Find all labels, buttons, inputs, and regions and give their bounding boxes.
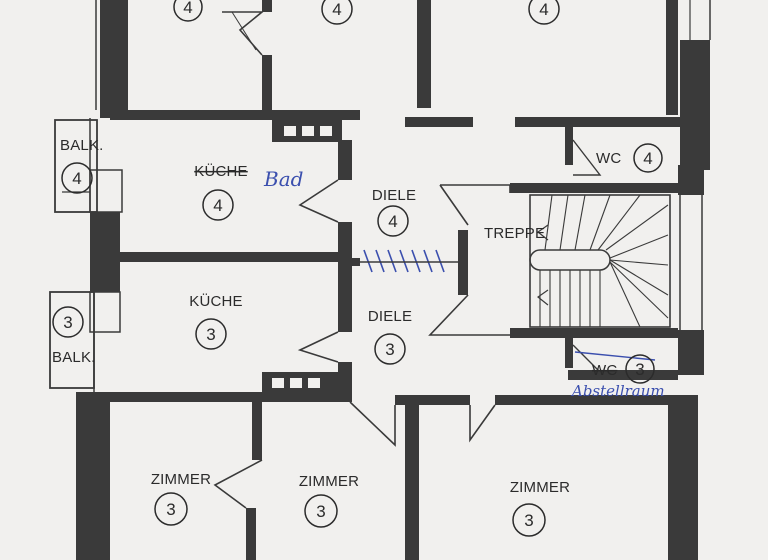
- balk-lower-label: BALK.: [52, 349, 96, 366]
- diele-upper-label: DIELE: [372, 187, 416, 204]
- wc-lower-label: WC: [592, 362, 617, 379]
- kueche-lower-number: 3: [206, 325, 215, 344]
- number-circles: [52, 0, 663, 537]
- walls: [76, 0, 710, 560]
- diele-upper-number: 4: [388, 212, 397, 231]
- wc-lower-number: 3: [635, 360, 644, 379]
- zimmer-left-number: 3: [166, 500, 175, 519]
- balk-lower-number: 3: [63, 313, 72, 332]
- zimmer-mid-number: 3: [316, 502, 325, 521]
- handwritten-abstellraum: Abstellraum: [570, 382, 665, 400]
- balk-upper-number: 4: [72, 169, 81, 188]
- zimmer-mid-label: ZIMMER: [299, 473, 359, 490]
- handwritten-bad: Bad: [263, 167, 303, 191]
- kueche-upper-label: KÜCHE: [194, 162, 248, 180]
- diele-lower-label: DIELE: [368, 308, 412, 325]
- top-mid-number: 4: [332, 0, 341, 19]
- diele-lower-number: 3: [385, 340, 394, 359]
- balk-upper-label: BALK.: [60, 137, 104, 154]
- zimmer-right-number: 3: [524, 511, 533, 530]
- zimmer-right-label: ZIMMER: [510, 479, 570, 496]
- kueche-lower-label: KÜCHE: [189, 292, 243, 310]
- kueche-upper-number: 4: [213, 196, 222, 215]
- handwritten-hatch: [355, 249, 656, 361]
- wc-upper-label: WC: [596, 150, 621, 167]
- wc-upper-number: 4: [643, 149, 652, 168]
- treppe-label: TREPPE: [484, 225, 545, 242]
- top-right-number: 4: [539, 0, 548, 19]
- top-left-number: 4: [183, 0, 192, 17]
- outline-lines: [49, 0, 711, 509]
- room-labels: 4 4 4 BALK. 4 KÜCHE 4 Bad DIELE 4 WC 4 T…: [52, 0, 665, 530]
- zimmer-left-label: ZIMMER: [151, 471, 211, 488]
